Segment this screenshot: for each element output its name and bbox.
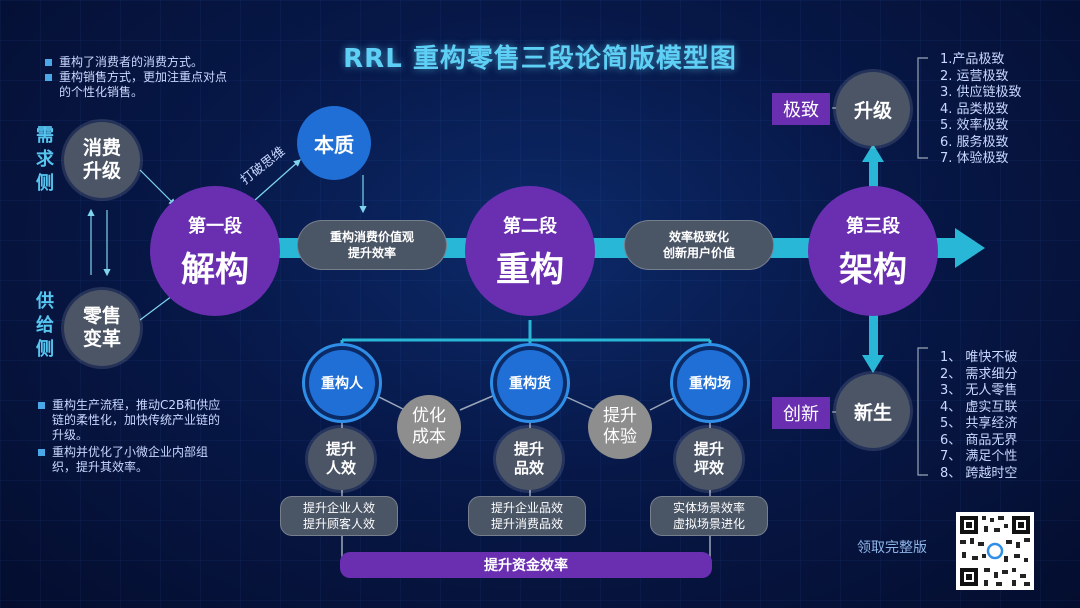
goods-efficiency-pill: 提升企业品效 提升消费品效 — [468, 496, 586, 536]
bullet-icon — [38, 402, 45, 409]
down-flow-bar — [869, 308, 878, 358]
list-item: 1、 唯快不破 — [940, 350, 1018, 365]
consume-upgrade-node: 消费升级 — [64, 122, 140, 198]
bullet-icon — [38, 449, 45, 456]
notes-top-left: 重构了消费者的消费方式。 重构销售方式，更加注重点对点的个性化销售。 — [45, 55, 230, 100]
retail-reform-node: 零售变革 — [64, 290, 140, 366]
stage3-node: 第三段 架构 — [808, 186, 938, 316]
down-flow-arrowhead — [862, 355, 884, 373]
upgrade-list: 1.产品极致 2. 运营极致 3. 供应链极致 4. 品类极致 5. 效率极致 … — [940, 52, 1022, 168]
newborn-node: 新生 — [836, 374, 910, 448]
list-item: 2、 需求细分 — [940, 366, 1018, 382]
qr-caption: 领取完整版 — [857, 540, 927, 556]
list-item: 1.产品极致 — [940, 52, 1005, 67]
stage1-node: 第一段 解构 — [150, 186, 280, 316]
user-value-pill: 效率极致化 创新用户价值 — [624, 220, 774, 270]
rebuild-goods-node: 重构货 — [497, 350, 563, 416]
goods-efficiency-node: 提升 品效 — [496, 428, 562, 490]
upgrade-node: 升级 — [836, 72, 910, 146]
rebuild-place-node: 重构场 — [677, 350, 743, 416]
optimize-cost-node: 优化 成本 — [397, 395, 461, 459]
place-efficiency-node: 提升 坪效 — [676, 428, 742, 490]
place-efficiency-pill: 实体场景效率 虚拟场景进化 — [650, 496, 768, 536]
main-flow-arrowhead — [955, 228, 985, 268]
rebuild-people-node: 重构人 — [309, 350, 375, 416]
page-title: RRL 重构零售三段论简版模型图 — [343, 44, 737, 74]
notes-bottom-left: 重构生产流程，推动C2B和供应链的柔性化，加快传统产业链的升级。 重构并优化了小… — [38, 398, 223, 475]
consume-to-stage1-arrow — [139, 169, 176, 206]
list-item: 8、 跨越时空 — [940, 465, 1018, 481]
people-efficiency-pill: 提升企业人效 提升顾客人效 — [280, 496, 398, 536]
list-item: 3. 供应链极致 — [940, 85, 1022, 100]
list-item: 5、 共享经济 — [940, 416, 1018, 431]
essence-node: 本质 — [297, 106, 371, 180]
note-item: 重构销售方式，更加注重点对点的个性化销售。 — [45, 70, 230, 100]
supply-side-label: 供给侧 — [36, 291, 54, 360]
note-item: 重构生产流程，推动C2B和供应链的柔性化，加快传统产业链的升级。 — [38, 398, 223, 443]
list-item: 2. 运营极致 — [940, 68, 1009, 84]
innovation-tag: 创新 — [772, 397, 830, 429]
list-item: 3、 无人零售 — [940, 383, 1018, 398]
demand-side-label: 需求侧 — [36, 125, 54, 194]
list-item: 4. 品类极致 — [940, 101, 1009, 117]
qr-code[interactable] — [956, 512, 1034, 590]
capital-efficiency-bar: 提升资金效率 — [340, 552, 712, 578]
value-efficiency-pill: 重构消费价值观 提升效率 — [297, 220, 447, 270]
bullet-icon — [45, 59, 52, 66]
list-item: 7、 满足个性 — [940, 449, 1018, 464]
list-item: 7. 体验极致 — [940, 151, 1009, 166]
up-flow-arrowhead — [862, 144, 884, 162]
bullet-icon — [45, 74, 52, 81]
list-item: 6、 商品无界 — [940, 432, 1018, 448]
note-item: 重构了消费者的消费方式。 — [45, 55, 230, 70]
people-efficiency-node: 提升 人效 — [308, 428, 374, 490]
list-item: 4、 虚实互联 — [940, 399, 1018, 415]
stage1-to-essence-arrow — [254, 159, 301, 201]
extreme-tag: 极致 — [772, 93, 830, 125]
note-item: 重构并优化了小微企业内部组织，提升其效率。 — [38, 445, 223, 475]
qr-code-graphic — [960, 516, 1030, 586]
list-item: 5. 效率极致 — [940, 118, 1009, 133]
stage2-node: 第二段 重构 — [465, 186, 595, 316]
list-item: 6. 服务极致 — [940, 134, 1009, 150]
improve-experience-node: 提升 体验 — [588, 395, 652, 459]
newborn-list: 1、 唯快不破 2、 需求细分 3、 无人零售 4、 虚实互联 5、 共享经济 … — [940, 350, 1017, 482]
